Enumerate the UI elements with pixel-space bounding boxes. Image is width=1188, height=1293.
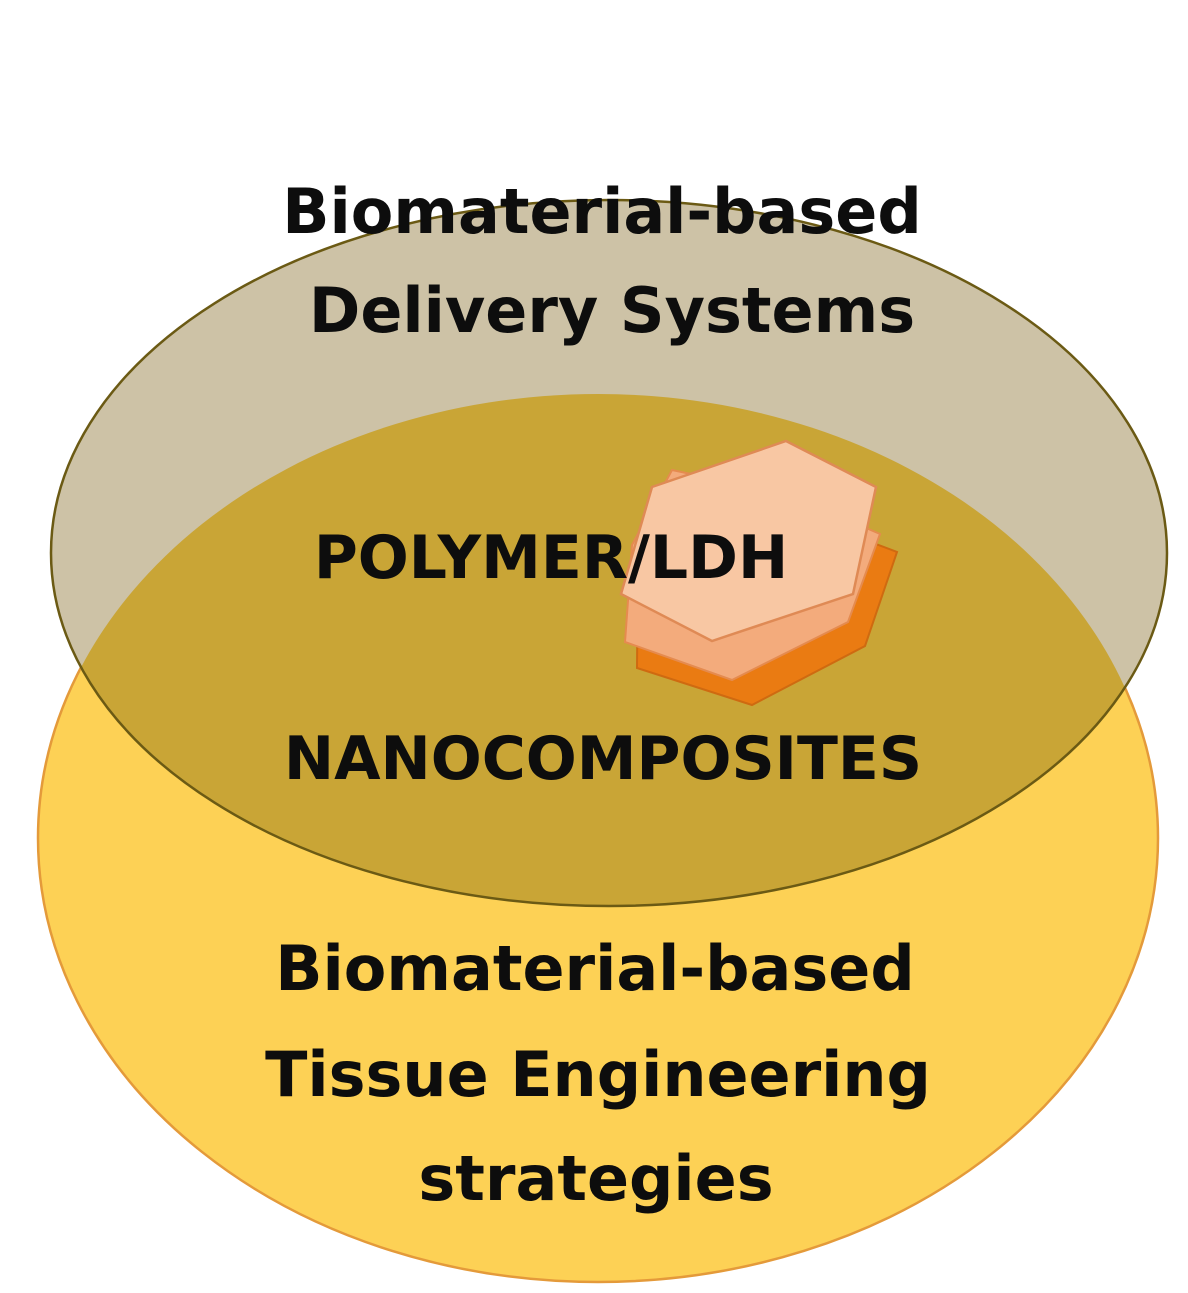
top-set-label-line1: Biomaterial-based <box>282 175 921 248</box>
bottom-set-label-line3: strategies <box>418 1142 773 1215</box>
top-set-outline <box>49 198 1169 908</box>
intersection-region <box>51 394 1158 906</box>
intersection-label-line1: POLYMER/LDH <box>314 523 788 593</box>
intersection-label-line2: NANOCOMPOSITES <box>284 724 922 794</box>
top-set-label-line2: Delivery Systems <box>309 274 915 347</box>
stacked-hexagon-icon <box>619 439 899 707</box>
hexagon-front-layer <box>619 439 878 643</box>
bottom-set-label-line2: Tissue Engineering <box>265 1038 931 1111</box>
bottom-set-label-line1: Biomaterial-based <box>275 932 914 1005</box>
